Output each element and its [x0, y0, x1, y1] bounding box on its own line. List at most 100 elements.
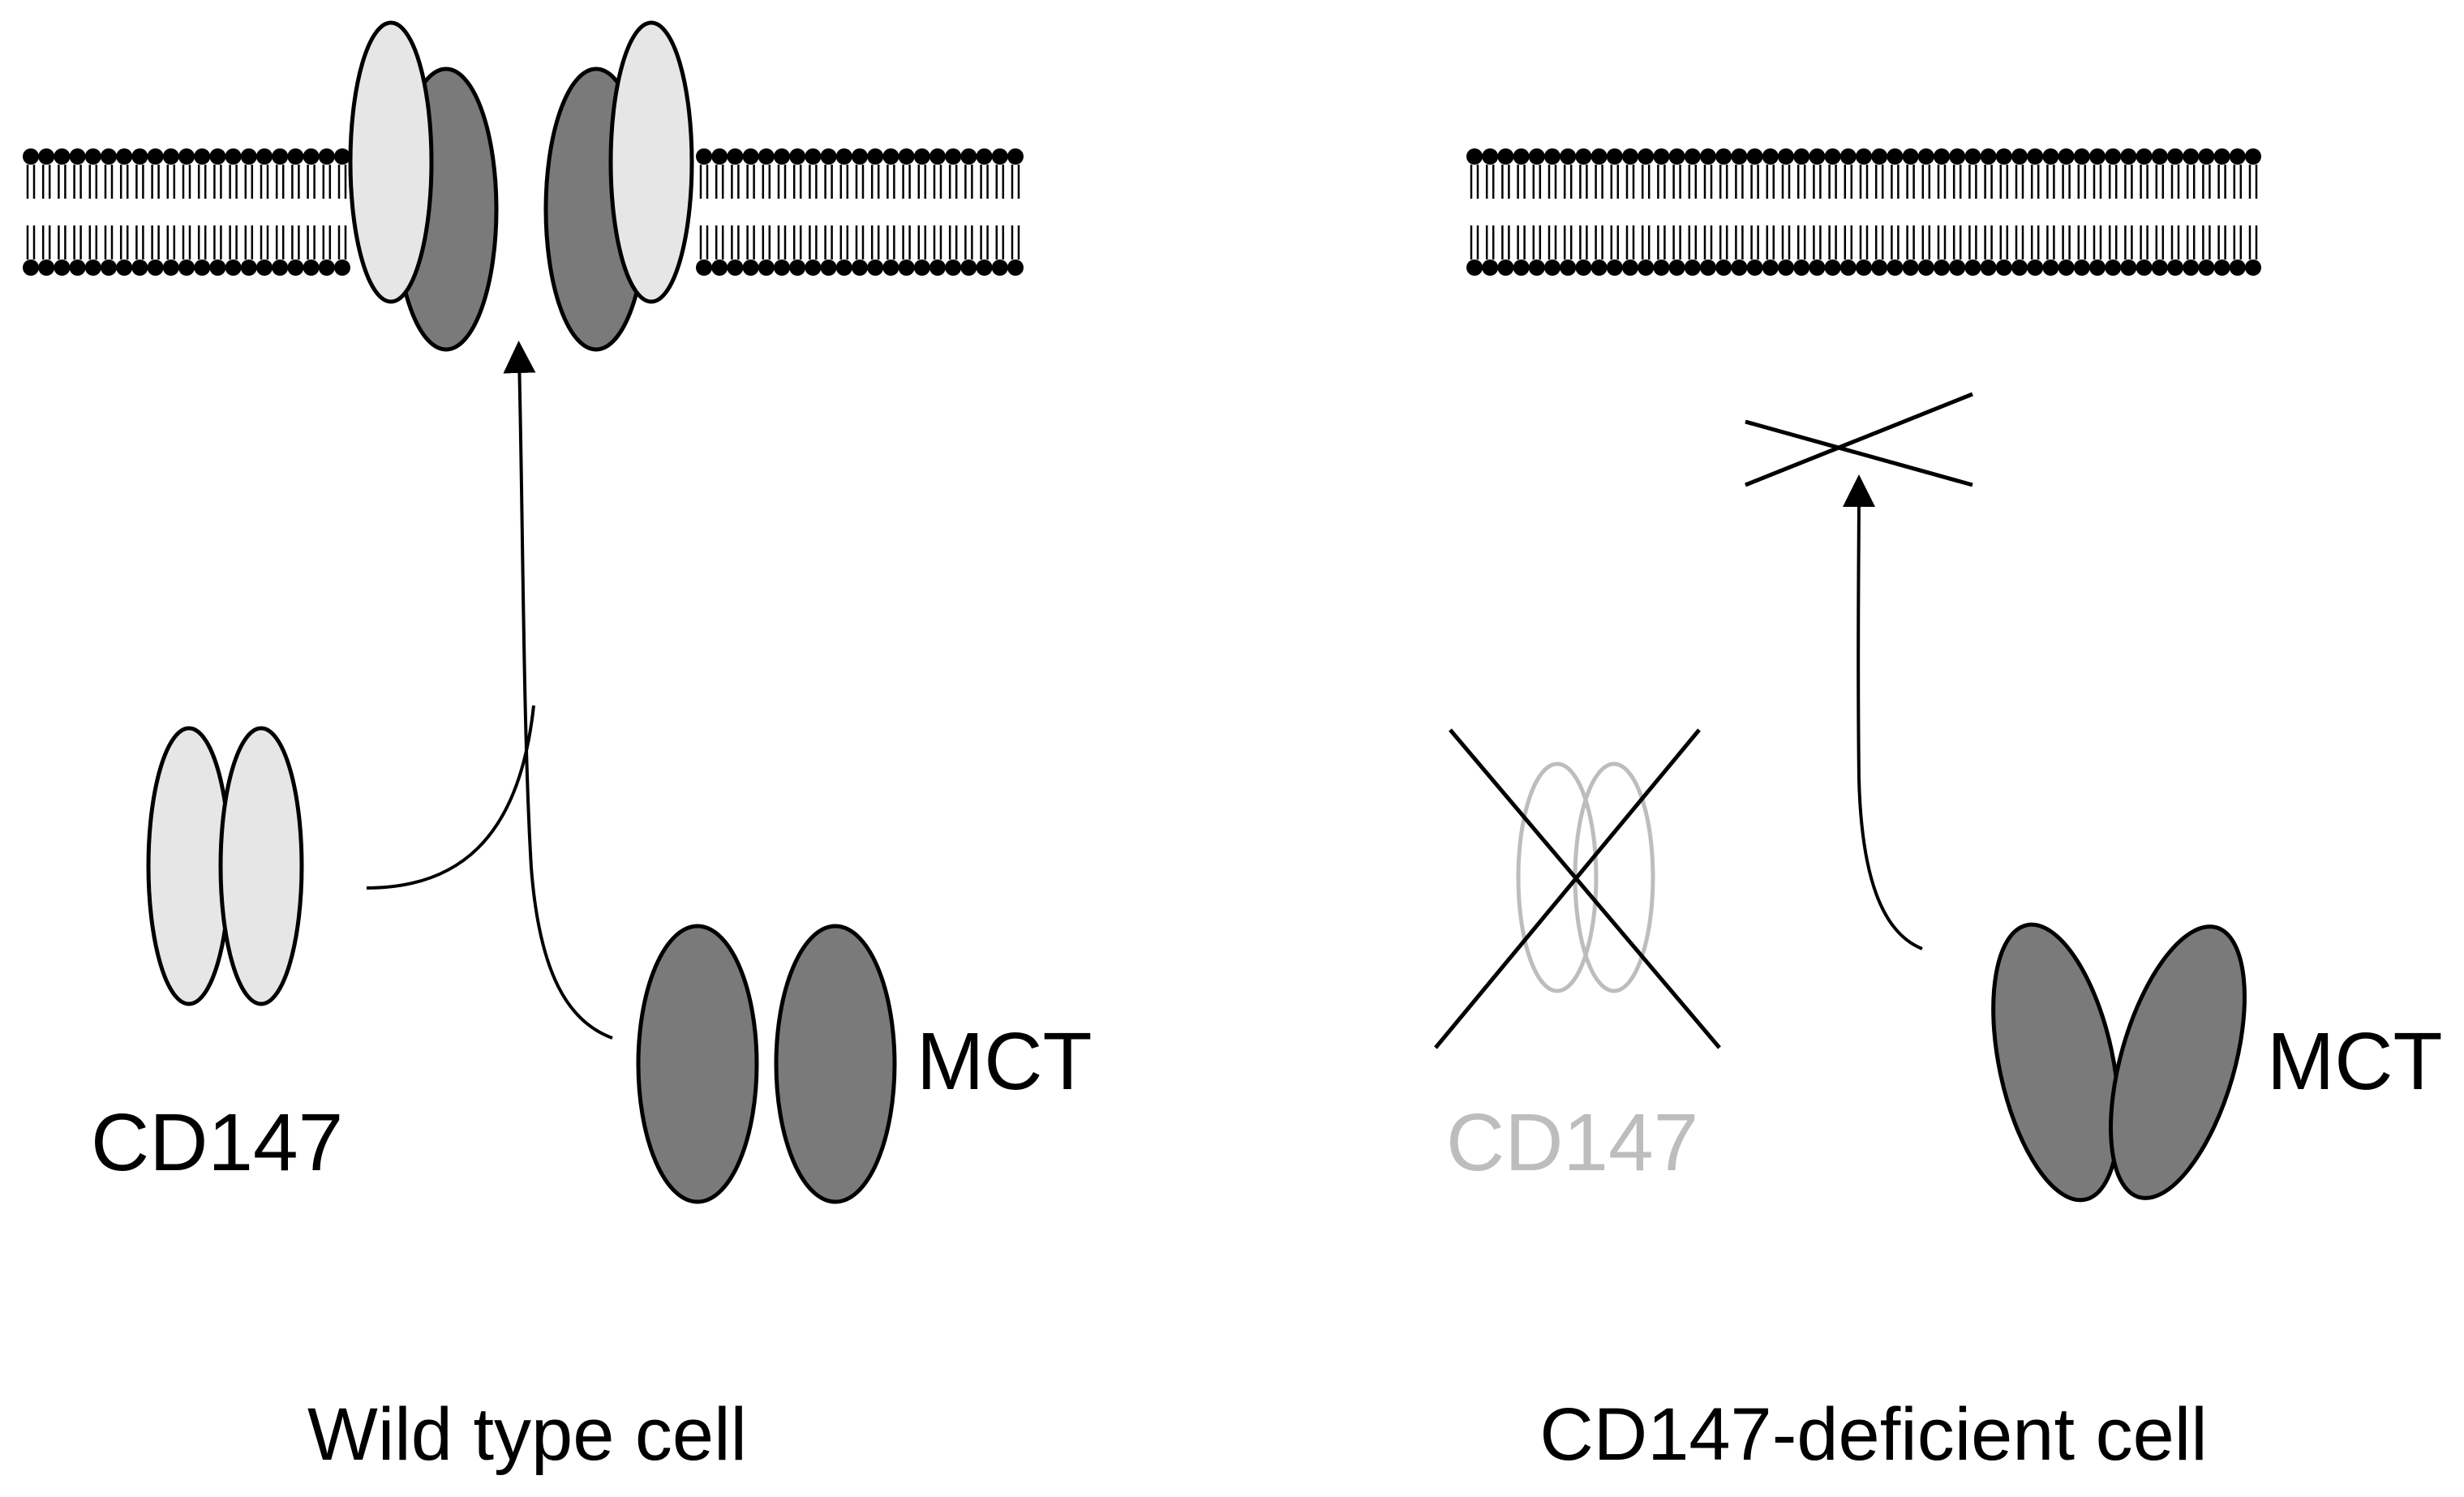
- lipid-head: [162, 260, 179, 276]
- lipid-head: [2042, 260, 2059, 276]
- lipid-head: [1731, 260, 1748, 276]
- lipid-head: [835, 260, 852, 276]
- lipid-head: [334, 148, 350, 165]
- panel-caption: CD147-deficient cell: [1539, 1393, 2207, 1476]
- lipid-bilayer-left-segment: [23, 148, 350, 276]
- lipid-head: [1934, 260, 1950, 276]
- lipid-head: [2151, 260, 2168, 276]
- lipid-head: [1778, 260, 1794, 276]
- lipid-head: [225, 148, 242, 165]
- cd147-knockout-cross: [1434, 728, 1721, 1049]
- lipid-head: [1528, 148, 1545, 165]
- lipid-head: [2027, 260, 2044, 276]
- lipid-head: [991, 148, 1008, 165]
- lipid-head: [882, 260, 899, 276]
- lipid-head: [1995, 260, 2012, 276]
- lipid-head: [287, 148, 304, 165]
- mct-trafficking-arrow: [1842, 474, 1923, 950]
- lipid-head: [1007, 148, 1024, 165]
- lipid-head: [2183, 260, 2200, 276]
- lipid-head: [2213, 260, 2230, 276]
- lipid-head: [929, 260, 946, 276]
- lipid-head: [1482, 260, 1499, 276]
- lipid-head: [898, 148, 915, 165]
- lipid-head: [1653, 148, 1670, 165]
- lipid-head: [1700, 260, 1716, 276]
- lipid-head: [1839, 260, 1857, 276]
- lipid-head: [2183, 148, 2200, 165]
- lipid-head: [727, 260, 744, 276]
- lipid-head: [209, 260, 226, 276]
- lipid-head: [1917, 148, 1934, 165]
- lipid-head: [1590, 260, 1608, 276]
- lipid-bilayer-right-segment: [696, 148, 1024, 276]
- deficient-panel: CD147 MCT CD147-deficient cell: [1434, 148, 2443, 1476]
- lipid-head: [1590, 148, 1608, 165]
- lipid-head: [1746, 260, 1763, 276]
- lipid-head: [1856, 260, 1872, 276]
- lipid-head: [1995, 148, 2012, 165]
- lipid-head: [1715, 260, 1732, 276]
- lipid-head: [147, 148, 164, 165]
- absent-cd147-dimer: [1516, 761, 1655, 993]
- cd147-monomer: [218, 726, 304, 1006]
- lipid-head: [131, 148, 148, 165]
- lipid-head: [898, 260, 915, 276]
- lipid-head: [1575, 260, 1592, 276]
- lipid-head: [742, 260, 759, 276]
- lipid-head: [2089, 260, 2106, 276]
- lipid-head: [2229, 148, 2246, 165]
- lipid-head: [194, 260, 211, 276]
- blocked-delivery-cross: [1745, 392, 1973, 487]
- lipid-head: [1497, 260, 1514, 276]
- lipid-head: [1964, 148, 1981, 165]
- lipid-head: [2027, 148, 2044, 165]
- lipid-head: [1902, 148, 1919, 165]
- lipid-head: [194, 148, 211, 165]
- membrane-complex-right: [543, 20, 694, 352]
- lipid-head: [318, 260, 335, 276]
- lipid-head: [1746, 148, 1763, 165]
- lipid-head: [2198, 148, 2215, 165]
- lipid-head: [1622, 260, 1638, 276]
- lipid-head: [1684, 148, 1701, 165]
- lipid-head: [69, 148, 86, 165]
- lipid-head: [1824, 148, 1841, 165]
- lipid-head: [1638, 148, 1655, 165]
- mct-monomer: [636, 924, 759, 1204]
- lipid-head: [2213, 148, 2230, 165]
- lipid-head: [960, 148, 977, 165]
- lipid-head: [774, 260, 790, 276]
- lipid-head: [789, 260, 806, 276]
- lipid-head: [758, 148, 775, 165]
- lipid-head: [101, 148, 117, 165]
- lipid-head: [2151, 148, 2168, 165]
- mct-label: MCT: [2267, 1016, 2443, 1107]
- lipid-head: [2198, 260, 2215, 276]
- lipid-head: [1762, 260, 1779, 276]
- lipid-head: [1606, 148, 1623, 165]
- membrane-cd147-right: [608, 20, 694, 304]
- lipid-head: [2167, 148, 2183, 165]
- lipid-head: [945, 260, 962, 276]
- lipid-head: [2011, 148, 2028, 165]
- lipid-head: [334, 260, 350, 276]
- lipid-head: [1856, 148, 1872, 165]
- lipid-head: [1668, 260, 1685, 276]
- lipid-head: [820, 260, 837, 276]
- lipid-head: [1528, 260, 1545, 276]
- lipid-head: [318, 148, 335, 165]
- lipid-head: [929, 148, 946, 165]
- lipid-head: [2167, 260, 2183, 276]
- mct-monomer: [1991, 922, 2121, 1203]
- lipid-head: [1560, 148, 1577, 165]
- lipid-head: [852, 260, 868, 276]
- lipid-head: [882, 148, 899, 165]
- lipid-head: [2011, 260, 2028, 276]
- lipid-head: [805, 148, 822, 165]
- lipid-head: [2120, 148, 2137, 165]
- lipid-head: [256, 260, 273, 276]
- lipid-head: [1007, 260, 1024, 276]
- lipid-head: [303, 148, 320, 165]
